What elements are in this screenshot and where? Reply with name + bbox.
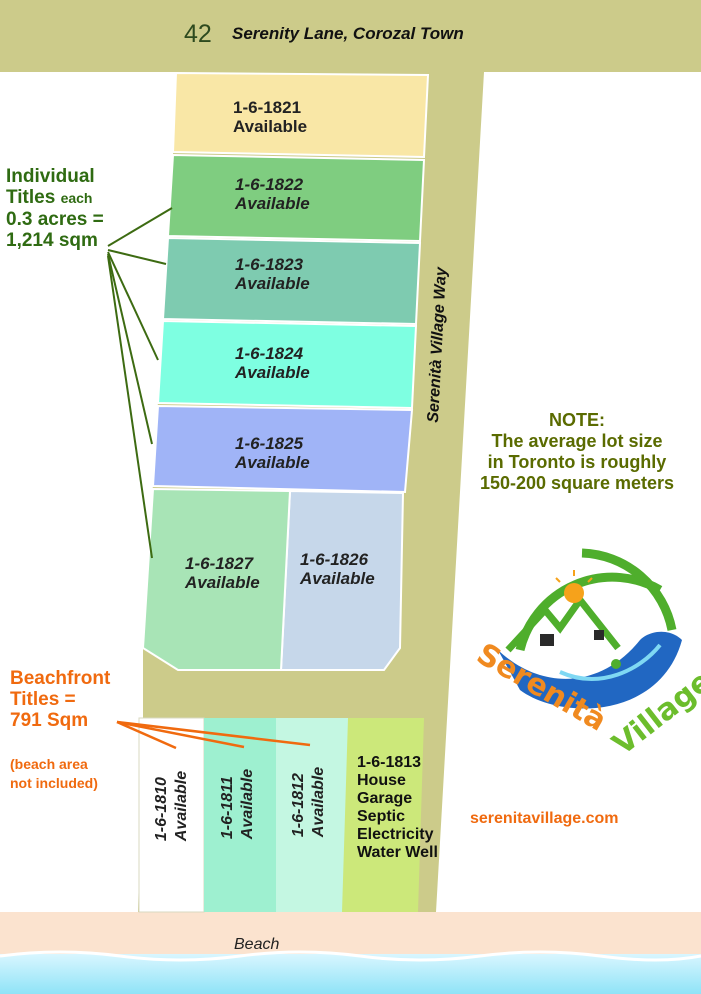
toronto-lot-note: NOTE: The average lot size in Toronto is… — [479, 410, 675, 493]
sun-icon — [564, 583, 584, 603]
beachfront-titles-pointers — [116, 720, 311, 750]
lot-1-6-1824[interactable] — [156, 319, 418, 410]
beach-label: Beach — [234, 936, 280, 953]
beach-sand — [0, 912, 701, 954]
address-street: Serenity Lane, Corozal Town — [232, 24, 464, 43]
lot-1813-label: 1-6-1813 House Garage Septic Electricity… — [357, 754, 438, 861]
address-number: 42 — [184, 20, 212, 48]
water-edge — [0, 950, 701, 962]
lot-1-6-1813[interactable] — [342, 718, 424, 912]
wave-icon — [498, 631, 682, 709]
lot-1-6-1827[interactable] — [141, 487, 292, 671]
lot-1-6-1823[interactable] — [161, 236, 422, 326]
serenity-lane-road — [0, 0, 701, 72]
swimmer-icon — [611, 659, 621, 669]
logo-ring-right — [581, 548, 677, 631]
house-window-icon-2 — [594, 630, 604, 640]
house-window-icon — [540, 634, 554, 646]
beachfront-titles-label: Beachfront Titles = 791 Sqm — [10, 668, 111, 731]
serenita-village-logo: Serenità Village — [471, 548, 701, 762]
beach-area-note: (beach area not included) — [10, 756, 98, 791]
individual-titles-pointers — [107, 207, 173, 559]
lot-1-6-1810[interactable] — [138, 717, 205, 913]
wave-highlight — [559, 643, 662, 681]
lot-1-6-1825[interactable] — [151, 404, 414, 494]
website-link[interactable]: serenitavillage.com — [470, 810, 619, 827]
water — [0, 954, 701, 994]
lot-1-6-1821[interactable] — [171, 71, 430, 159]
individual-titles-label: Individual Titles each 0.3 acres = 1,214… — [6, 166, 104, 251]
lot-1-6-1812[interactable] — [276, 718, 348, 912]
logo-roofs — [505, 594, 621, 653]
sun-rays-icon — [555, 570, 593, 583]
lot-1-6-1811[interactable] — [204, 718, 276, 912]
